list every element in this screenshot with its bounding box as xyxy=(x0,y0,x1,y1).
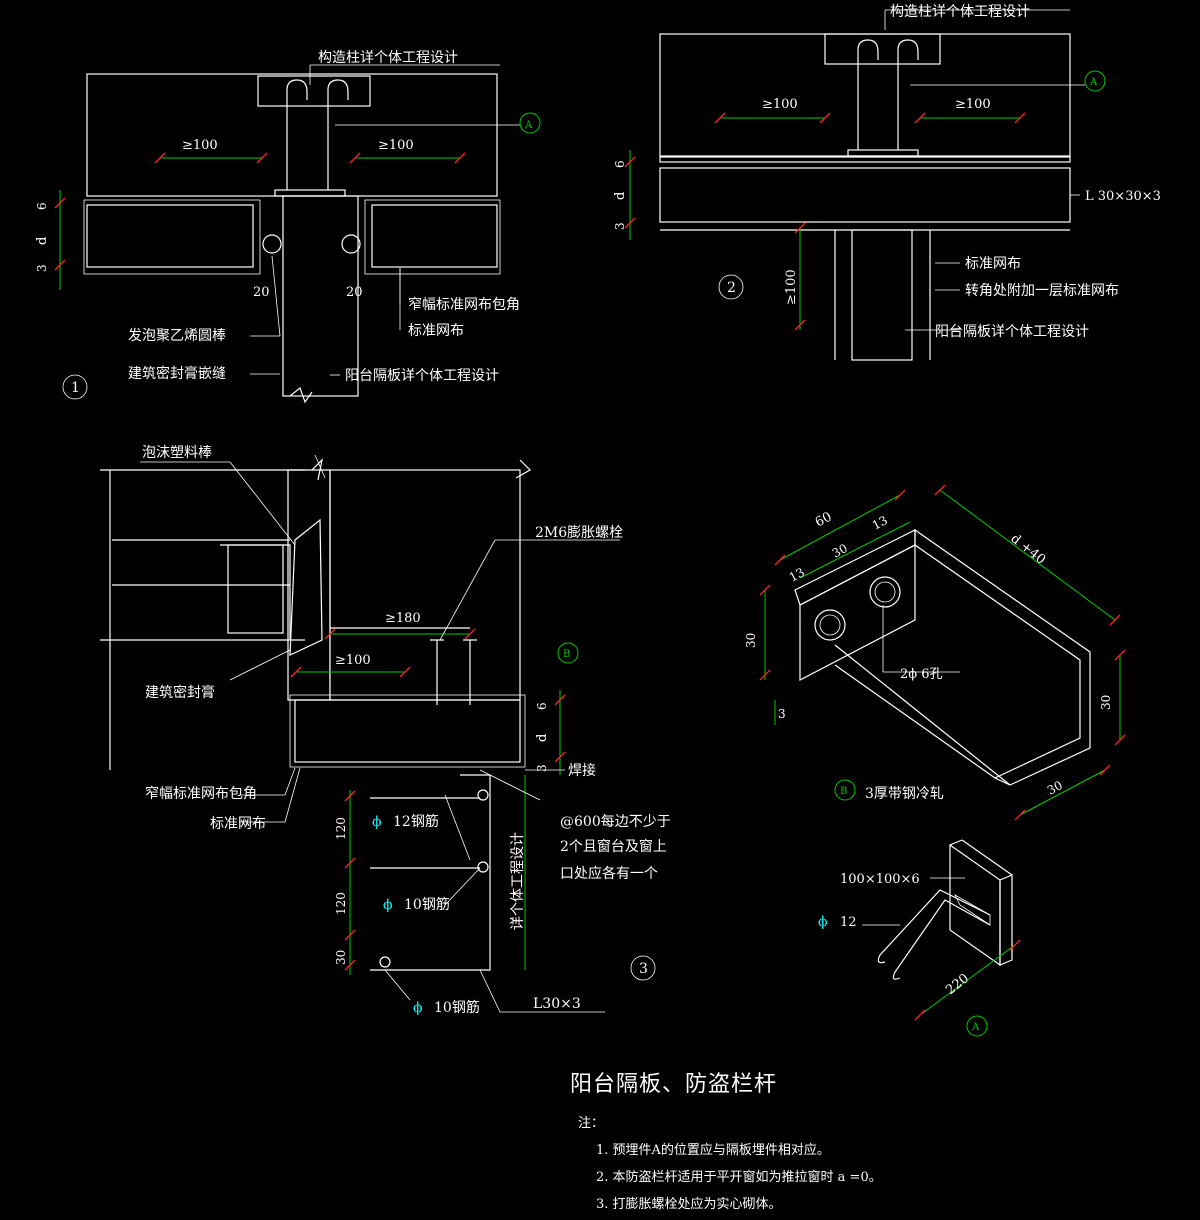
dim-13-a: 13 xyxy=(870,513,890,533)
label-col-design-1: 构造柱详个体工程设计 xyxy=(318,50,458,66)
dim-ge180: ≥180 xyxy=(385,611,421,626)
label-foam-rod: 发泡聚乙烯圆棒 xyxy=(128,328,226,344)
dim-3: 3 xyxy=(35,264,49,272)
label-std-mesh: 标准网布 xyxy=(408,323,464,339)
label-sealant: 建筑密封膏 xyxy=(145,684,215,701)
label-narrow-mesh-3: 窄幅标准网布包角 xyxy=(145,785,257,802)
dim-6: 6 xyxy=(35,202,49,210)
notes-block: 注： 1. 预埋件A的位置应与隔板埋件相对应。 2. 本防盗栏杆适用于平开窗如为… xyxy=(578,1112,882,1220)
detail-1: 构造柱详个体工程设计 ≥100 ≥100 6 d 3 20 20 窄幅标准网布包… xyxy=(35,50,541,404)
dim-20-right: 20 xyxy=(346,285,363,300)
label-at600-line3: 口处应各有一个 xyxy=(560,865,658,882)
label-foam-plastic-rod: 泡沫塑料棒 xyxy=(142,445,212,461)
mark-a-1: A xyxy=(524,120,533,131)
phi-icon-4: ϕ xyxy=(818,914,828,930)
label-sealant-joint: 建筑密封膏嵌缝 xyxy=(128,365,226,382)
notes-heading: 注： xyxy=(578,1116,605,1131)
dim-3-3: 3 xyxy=(535,764,549,772)
label-corner-mesh: 转角处附加一层标准网布 xyxy=(965,283,1119,299)
drawing-title: 阳台隔板、防盗栏杆 xyxy=(570,1072,778,1097)
dim-ge100-d: ≥100 xyxy=(955,97,991,112)
detail-2: 构造柱详个体工程设计 ≥100 ≥100 6 d 3 ≥100 L 30×30×… xyxy=(613,4,1161,361)
label-balcony-design-2: 阳台隔板详个体工程设计 xyxy=(935,324,1089,340)
detail-number-2: 2 xyxy=(727,280,736,296)
phi-icon-1: ϕ xyxy=(372,814,382,830)
phi-icon-3: ϕ xyxy=(413,1000,423,1016)
dim-30-c: 30 xyxy=(334,950,348,965)
label-plate-100: 100×100×6 xyxy=(840,872,920,887)
dim-ge100-b: ≥100 xyxy=(378,138,414,153)
note-item-1: 1. 预埋件A的位置应与隔板埋件相对应。 xyxy=(596,1143,830,1158)
dim-12: 12 xyxy=(840,915,857,930)
detail-number-3: 3 xyxy=(639,961,648,977)
dim-13-b: 13 xyxy=(787,565,807,585)
label-at600-line2: 2个且窗台及窗上 xyxy=(560,838,667,855)
mark-b-3: B xyxy=(563,649,570,660)
dim-6-2: 6 xyxy=(613,160,627,168)
detail-b-bracket: 60 13 30 13 d +40 30 30 30 3 2ϕ 6孔 B 3厚带… xyxy=(744,484,1126,821)
label-bar-10-b: 10钢筋 xyxy=(434,999,480,1016)
detail-number-1: 1 xyxy=(71,380,80,396)
label-bar-10-a: 10钢筋 xyxy=(404,896,450,913)
label-detail-design-vertical: 详个体工程设计 xyxy=(510,832,526,930)
label-bar-12: 12钢筋 xyxy=(393,813,439,830)
dim-30-b: 30 xyxy=(744,633,758,648)
dim-ge100-c: ≥100 xyxy=(762,97,798,112)
detail-3: 泡沫塑料棒 2M6膨胀螺栓 ≥180 ≥100 建筑密封膏 6 d 3 焊接 窄… xyxy=(100,445,671,1016)
label-strip-steel: 3厚带钢冷轧 xyxy=(865,786,944,802)
mark-a-embed: A xyxy=(971,1022,980,1033)
dim-120-b: 120 xyxy=(334,892,348,915)
dim-ge100-vertical: ≥100 xyxy=(784,269,799,305)
dim-30-right: 30 xyxy=(1099,695,1113,710)
dim-d-3: d xyxy=(535,734,550,742)
dim-6-3: 6 xyxy=(535,702,549,710)
mark-a-2: A xyxy=(1089,77,1098,88)
dim-ge100-e: ≥100 xyxy=(335,653,371,668)
label-at600-line1: @600每边不少于 xyxy=(560,814,671,830)
label-col-design-2: 构造柱详个体工程设计 xyxy=(890,4,1030,20)
dim-20-left: 20 xyxy=(253,285,270,300)
label-bolt-2m6: 2M6膨胀螺栓 xyxy=(535,524,623,541)
mark-b-bracket: B xyxy=(840,786,847,797)
label-balcony-design-1: 阳台隔板详个体工程设计 xyxy=(345,368,499,384)
dim-d-plus-40: d +40 xyxy=(1008,531,1049,567)
dim-30-bottom: 30 xyxy=(1045,778,1065,798)
phi-icon-2: ϕ xyxy=(383,897,393,913)
label-std-mesh-3: 标准网布 xyxy=(210,816,266,832)
label-holes: 2ϕ 6孔 xyxy=(900,667,943,682)
dim-ge100-a: ≥100 xyxy=(182,138,218,153)
note-item-3: 3. 打膨胀螺栓处应为实心砌体。 xyxy=(596,1197,782,1212)
dim-30-a: 30 xyxy=(830,541,850,561)
detail-a-embed: 100×100×6 ϕ 12 220 A xyxy=(818,839,1021,1037)
dim-120-a: 120 xyxy=(334,817,348,840)
dim-3-2: 3 xyxy=(613,222,627,230)
dim-d: d xyxy=(35,237,50,245)
dim-60: 60 xyxy=(813,510,835,531)
label-std-mesh-2: 标准网布 xyxy=(965,256,1021,272)
label-narrow-mesh: 窄幅标准网布包角 xyxy=(408,296,520,313)
label-angle-30: L 30×30×3 xyxy=(1085,189,1161,204)
dim-3-b: 3 xyxy=(778,707,786,721)
label-angle-l30: L30×3 xyxy=(533,996,581,1012)
note-item-2: 2. 本防盗栏杆适用于平开窗如为推拉窗时 a =0。 xyxy=(596,1170,882,1185)
label-weld: 焊接 xyxy=(568,762,596,779)
dim-d-2: d xyxy=(613,192,628,200)
